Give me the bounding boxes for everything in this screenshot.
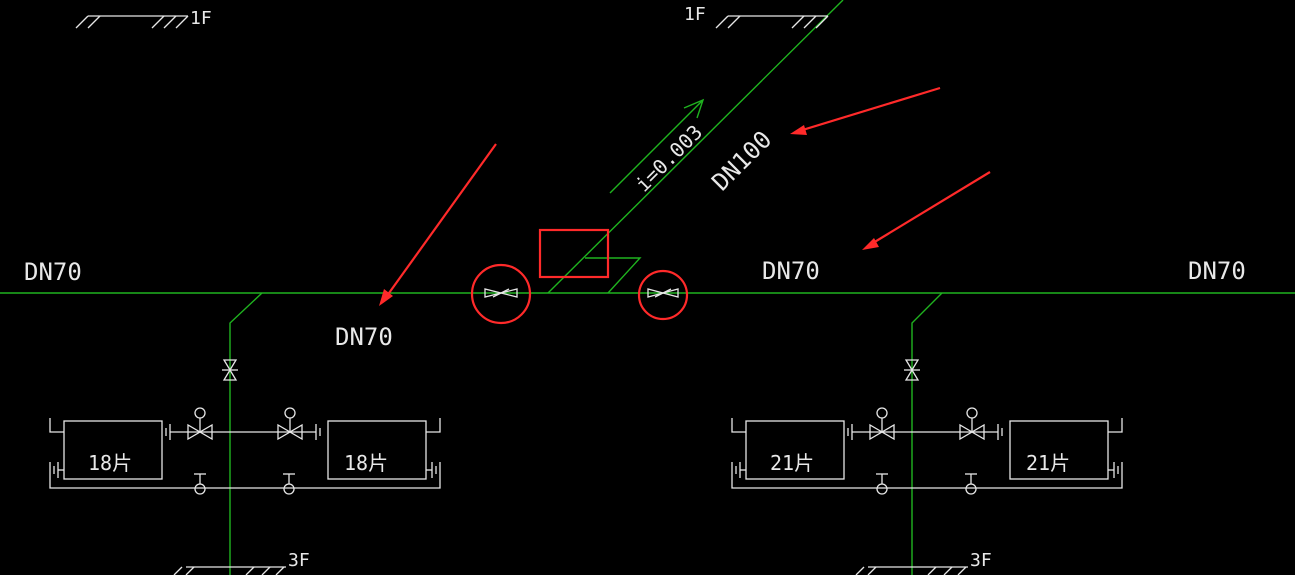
pipe-label-far-right: DN70 bbox=[1188, 257, 1246, 285]
radiator-right-a bbox=[745, 420, 845, 480]
offset-pipe bbox=[585, 257, 642, 294]
pipe-label-left-branch: DN70 bbox=[335, 323, 393, 351]
red-annotations bbox=[379, 86, 991, 325]
floor-label-bottom-left: 3F bbox=[288, 550, 310, 571]
arrow-head-2 bbox=[790, 125, 807, 135]
floor-label-top-left: 1F bbox=[190, 8, 212, 29]
radiator-label-right-b: 21片 bbox=[1026, 451, 1070, 475]
highlight-circle-left bbox=[470, 263, 532, 325]
arrow-line-3 bbox=[867, 171, 991, 247]
riser-pipe-dn100 bbox=[547, 0, 844, 294]
arrow-head-1 bbox=[379, 289, 393, 306]
pipe-label-left-main: DN70 bbox=[24, 258, 82, 286]
arrow-head-3 bbox=[862, 238, 879, 250]
floor-label-top-mid: 1F bbox=[684, 4, 706, 25]
radiator-label-left-b: 18片 bbox=[344, 451, 388, 475]
left-drop-pipe bbox=[229, 292, 263, 575]
radiator-right-b bbox=[1009, 420, 1109, 480]
radiator-left-b bbox=[327, 420, 427, 480]
pipe-label-riser: DN100 bbox=[706, 125, 777, 196]
main-valve-right bbox=[647, 288, 679, 298]
radiator-group-right bbox=[731, 359, 1123, 495]
floor-marker-top-mid bbox=[715, 15, 829, 29]
floor-label-bottom-right: 3F bbox=[970, 550, 992, 571]
radiator-label-left-a: 18片 bbox=[88, 451, 132, 475]
main-valve-left bbox=[484, 288, 518, 298]
floor-marker-bottom-left bbox=[173, 566, 286, 575]
arrow-line-2 bbox=[795, 86, 941, 134]
right-drop-pipe bbox=[911, 292, 943, 575]
highlight-circle-right bbox=[637, 269, 689, 321]
radiator-group-left bbox=[49, 359, 441, 495]
floor-marker-bottom-right bbox=[855, 566, 968, 575]
floor-marker-top-left bbox=[75, 15, 189, 29]
radiator-label-right-a: 21片 bbox=[770, 451, 814, 475]
arrow-line-1 bbox=[383, 143, 497, 301]
radiator-left-a bbox=[63, 420, 163, 480]
slope-arrow-head bbox=[683, 98, 705, 119]
slope-label: i=0.003 bbox=[631, 120, 708, 197]
slope-arrow-line bbox=[609, 99, 704, 194]
highlight-box bbox=[538, 228, 610, 279]
pipe-label-right-main: DN70 bbox=[762, 257, 820, 285]
